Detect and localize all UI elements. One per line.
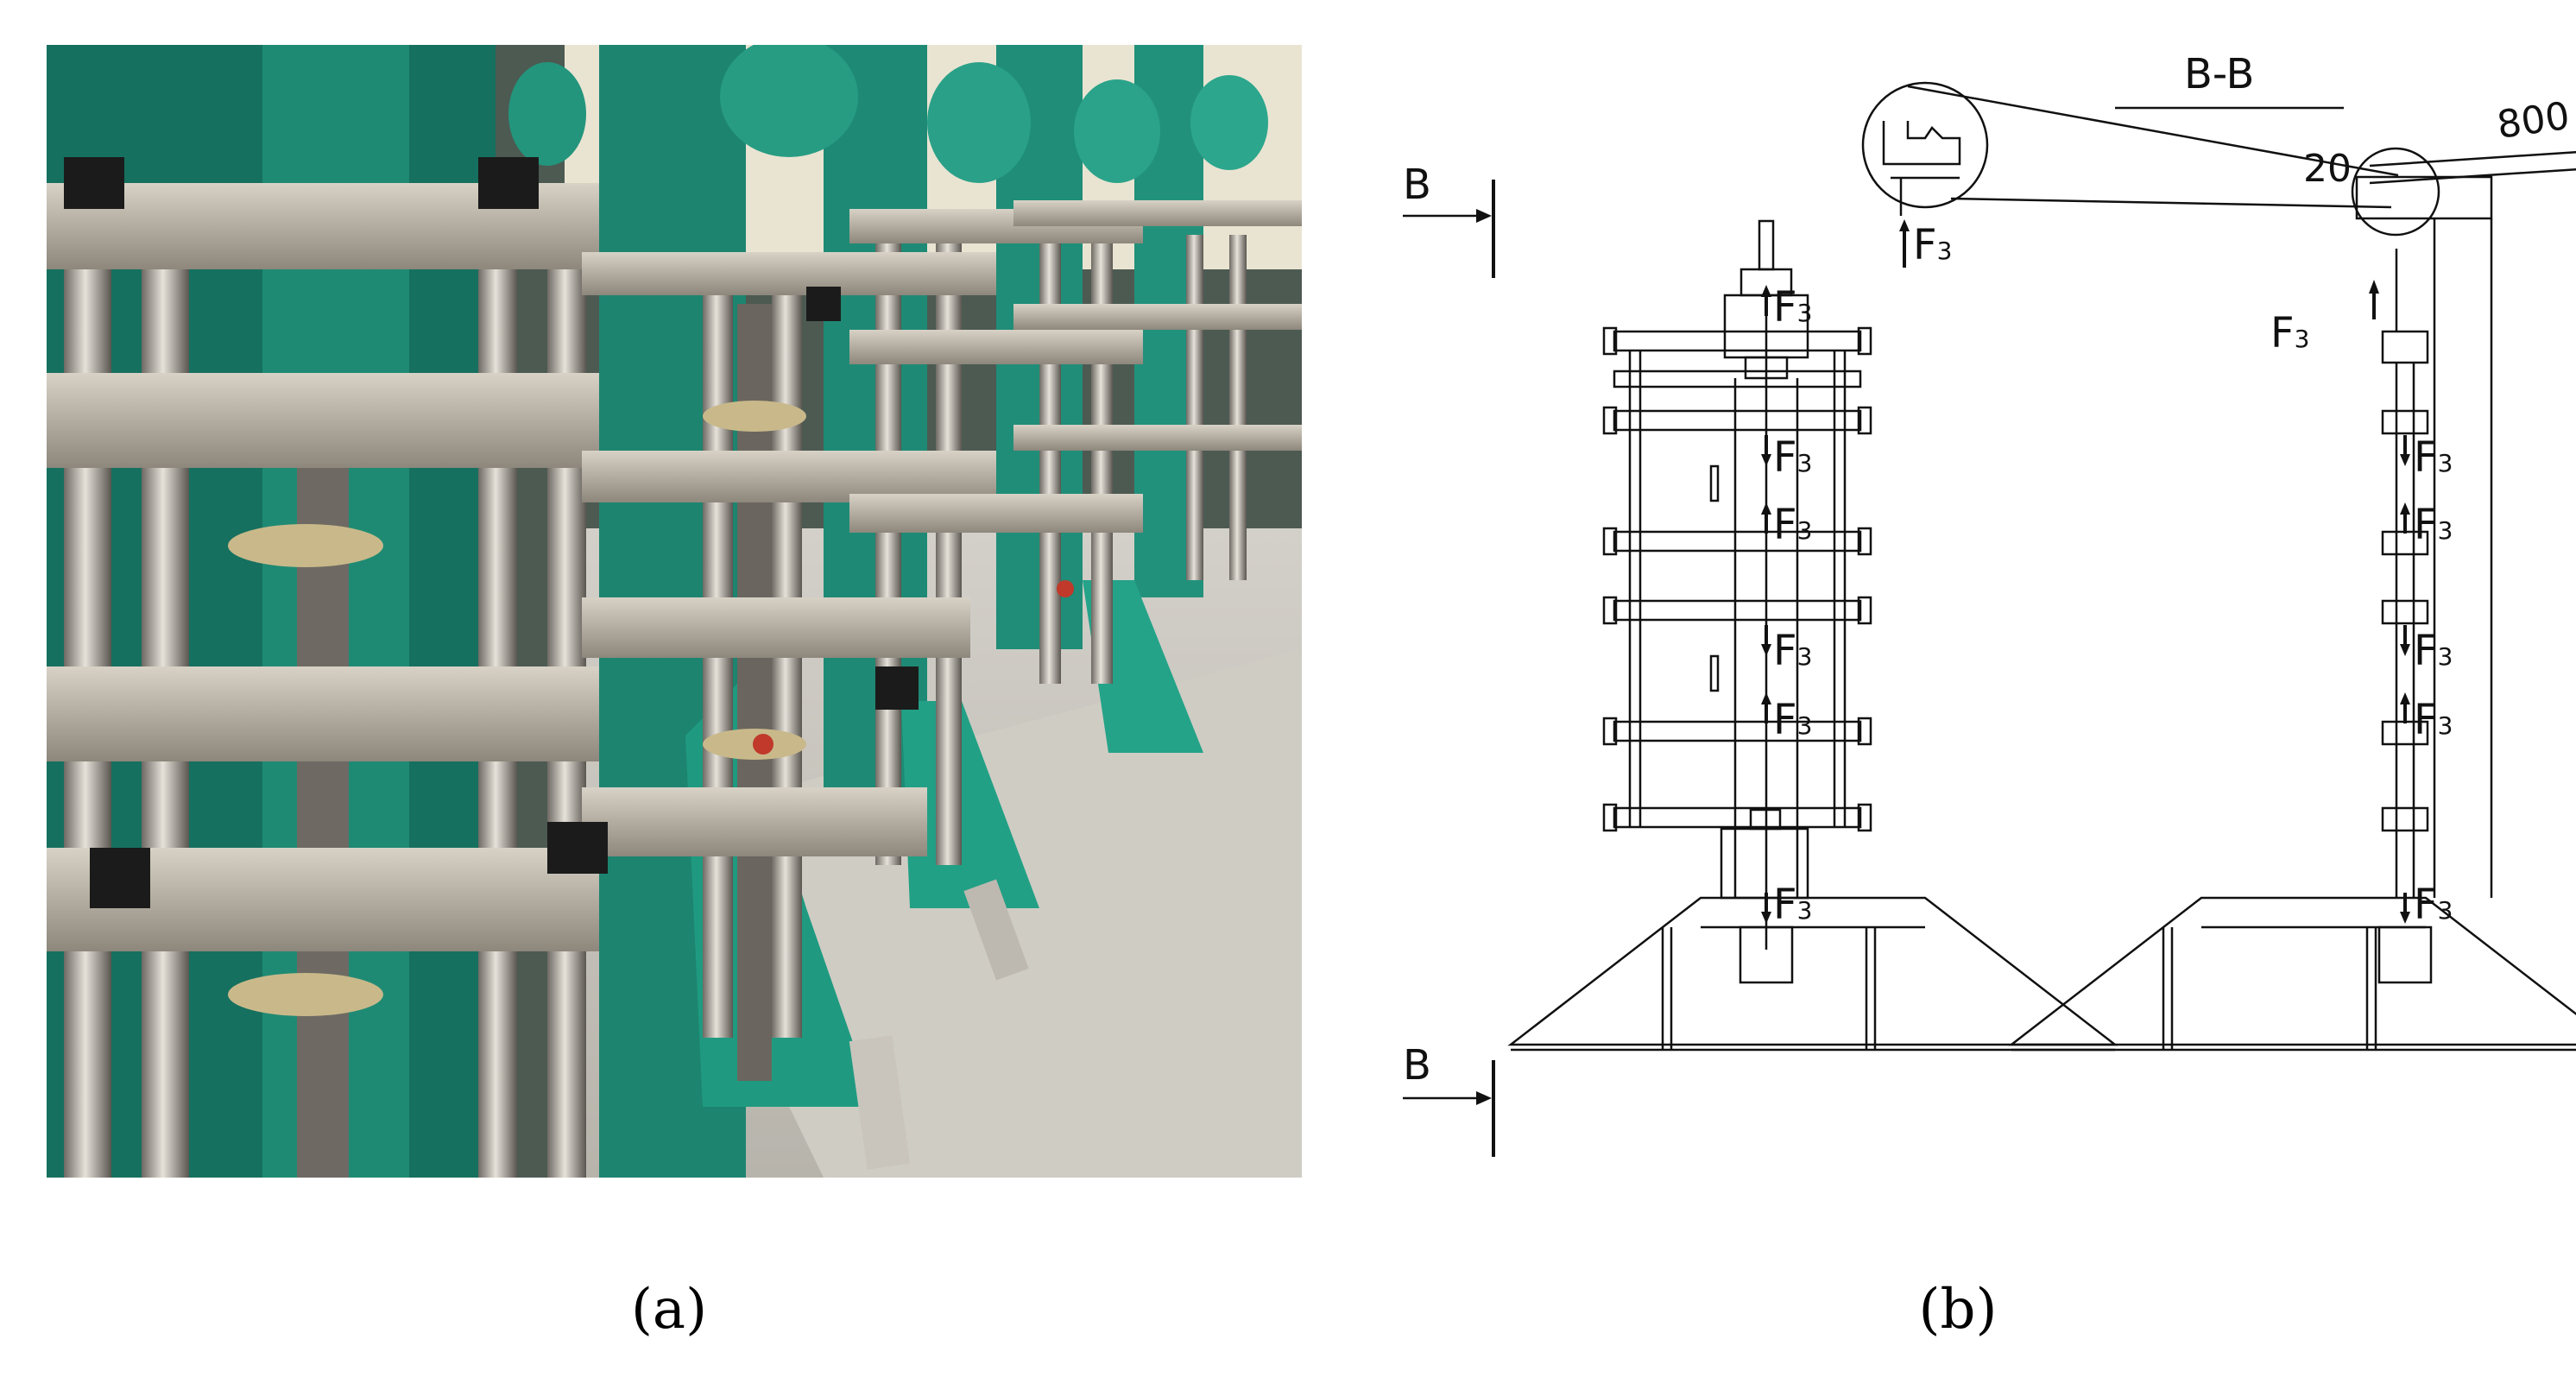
svg-text:F3: F3 — [2414, 627, 2453, 675]
test-rig-schematic: B B — [1403, 50, 2576, 1157]
svg-text:F3: F3 — [2414, 501, 2453, 549]
force-sub-3-3: 3 — [1797, 516, 1813, 545]
svg-text:F3: F3 — [1773, 696, 1812, 744]
svg-text:F3: F3 — [1773, 501, 1812, 549]
section-title: B-B — [2184, 50, 2254, 98]
section-marker-bottom-label: B — [1403, 1041, 1431, 1090]
caption-b: (b) — [1918, 1278, 1998, 1342]
section-marker-top: B — [1403, 161, 1495, 278]
svg-text:F3: F3 — [2270, 309, 2309, 357]
force-label-f3-2: F — [1773, 433, 1797, 482]
svg-text:F3: F3 — [1773, 881, 1812, 929]
side-force-label-5: F — [2414, 696, 2438, 744]
side-force-sub-6: 3 — [2438, 896, 2453, 925]
svg-text:F3: F3 — [1913, 221, 1952, 269]
force-label-f3-6: F — [1773, 881, 1797, 929]
dimension-20: 20 — [2303, 147, 2352, 191]
force-sub-3-2: 3 — [1797, 449, 1813, 477]
force-sub-3-6: 3 — [1797, 896, 1813, 925]
side-force-label-2: F — [2414, 433, 2438, 482]
side-force-label-6: F — [2414, 881, 2438, 929]
photo-panel-a — [47, 45, 1302, 1178]
side-view-forces: 800 20 F3 F3 F3 F3 F3 F3 F3 F4 — [1899, 94, 2573, 929]
side-force-sub-2: 3 — [2438, 449, 2453, 477]
force-label-f3-1: F — [1773, 283, 1797, 332]
section-marker-top-label: B — [1403, 161, 1431, 209]
svg-text:F3: F3 — [1773, 283, 1812, 332]
detail-force-label: F — [1913, 221, 1937, 269]
front-view — [1507, 219, 2118, 1052]
side-view: B-B — [1861, 50, 2576, 1052]
force-label-f3-5: F — [1773, 696, 1797, 744]
drawing-panel-b: B B — [1355, 35, 2576, 1209]
side-force-sub-3: 3 — [2438, 516, 2453, 545]
force-sub-3-4: 3 — [1797, 642, 1813, 671]
test-rig-photo — [47, 45, 1302, 1178]
detail-force-sub: 3 — [1937, 237, 1953, 265]
svg-text:F3: F3 — [1773, 433, 1812, 482]
section-marker-bottom: B — [1403, 1041, 1495, 1157]
svg-text:F3: F3 — [1773, 627, 1812, 675]
svg-text:F3: F3 — [2414, 881, 2453, 929]
front-view-forces: F3 F3 F3 F3 F3 F3 — [1761, 283, 1812, 929]
side-force-sub-1: 3 — [2295, 325, 2310, 353]
force-sub-3-5: 3 — [1797, 711, 1813, 740]
caption-a: (a) — [630, 1278, 708, 1342]
side-force-label-3: F — [2414, 501, 2438, 549]
dimension-800: 800 — [2494, 94, 2572, 148]
side-force-label-1: F — [2270, 309, 2295, 357]
side-force-label-4: F — [2414, 627, 2438, 675]
side-force-sub-5: 3 — [2438, 711, 2453, 740]
svg-text:F3: F3 — [2414, 433, 2453, 482]
svg-text:F3: F3 — [2414, 696, 2453, 744]
force-label-f3-4: F — [1773, 627, 1797, 675]
force-sub-3-1: 3 — [1797, 299, 1813, 327]
force-label-f3-3: F — [1773, 501, 1797, 549]
side-force-sub-4: 3 — [2438, 642, 2453, 671]
